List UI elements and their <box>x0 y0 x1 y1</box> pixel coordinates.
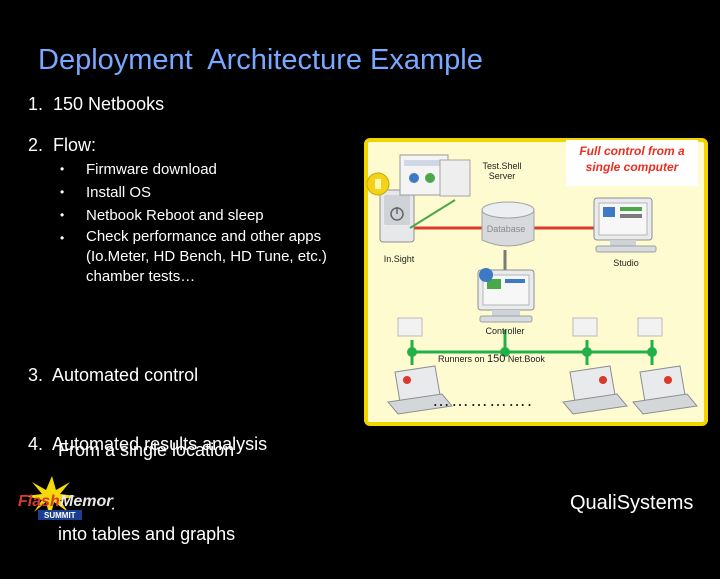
bus-node <box>582 347 592 357</box>
database-icon <box>481 201 535 247</box>
runners-count: 150 <box>487 353 506 365</box>
runners-pre: Runners on <box>438 354 488 364</box>
bullet-dot: • <box>60 231 65 245</box>
fw-tag-icon <box>397 317 423 337</box>
bus-node <box>500 347 510 357</box>
bullet-row: • Install OS <box>60 181 350 204</box>
bullet-row: • Check performance and other apps (Io.Me… <box>60 227 350 287</box>
bullet-dot: • <box>60 185 65 199</box>
slide-title: Deployment Architecture Example <box>38 44 483 76</box>
item4-line1: 4. Automated results analysis <box>28 434 268 454</box>
starburst-icon: Flash Memory SUMMIT <box>18 476 122 520</box>
fms-flash-text: Flash <box>18 493 60 510</box>
insight-server-icon <box>379 189 415 243</box>
insight-label: In.Sight <box>383 254 415 264</box>
fms-memory-text: Memory <box>60 493 114 510</box>
item-netbooks: 1. 150 Netbooks <box>28 94 165 114</box>
runners-label: Runners on 150 Net.Book <box>438 353 578 365</box>
runners-post: Net.Book <box>505 354 545 364</box>
item3-line2: From a single location <box>28 440 235 460</box>
architecture-diagram <box>366 154 698 415</box>
testshell-label: Test.Shell Server <box>482 161 522 181</box>
bullet-text: Netbook Reboot and sleep <box>86 207 264 224</box>
bullet-row: • Firmware download <box>60 158 350 181</box>
studio-label: Studio <box>613 258 639 268</box>
bullet-text: Check performance and other apps (Io.Met… <box>86 228 327 285</box>
bullet-text: Install OS <box>86 184 152 201</box>
item-flow: 2. Flow: <box>28 135 97 155</box>
netbook-icon <box>562 365 628 415</box>
qualisystems-logo: QualiSystems <box>570 492 694 514</box>
database-label: Database <box>486 224 526 234</box>
item-automated-control: 3. Automated control From a single locat… <box>28 313 234 488</box>
studio-computer-icon <box>593 197 657 253</box>
controller-computer-icon <box>477 269 535 323</box>
netbook-icon <box>632 365 698 415</box>
item4-line2: into tables and graphs <box>28 524 236 544</box>
flow-bullets: • Firmware download • Install OS • Netbook … <box>60 158 350 287</box>
item-automated-analysis: 4. Automated results analysis into table… <box>28 369 267 579</box>
lightbulb-icon <box>366 172 390 196</box>
more-netbooks-dots: ……………. <box>432 390 534 410</box>
fms-summit-text: SUMMIT <box>44 511 76 520</box>
flash-memory-summit-logo: Flash Memory SUMMIT <box>14 474 122 522</box>
item3-line1: 3. Automated control <box>28 365 199 385</box>
controller-label: Controller <box>485 326 525 336</box>
bus-node <box>647 347 657 357</box>
bullet-text: Firmware download <box>86 161 217 178</box>
callout-full-control: Full control from a single computer <box>566 140 698 186</box>
bullet-dot: • <box>60 208 65 222</box>
netbook-icon <box>387 365 453 415</box>
bullet-row: • Netbook Reboot and sleep <box>60 204 350 227</box>
bus-node <box>407 347 417 357</box>
fw-tag-icon <box>572 317 598 337</box>
bullet-dot: • <box>60 162 65 176</box>
testshell-screens-icon <box>399 154 471 229</box>
fw-tag-icon <box>637 317 663 337</box>
settings-badge-icon <box>479 268 493 282</box>
